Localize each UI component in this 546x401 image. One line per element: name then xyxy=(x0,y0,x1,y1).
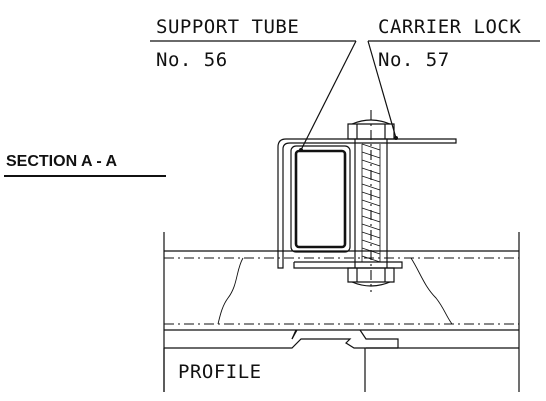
profile-label: PROFILE xyxy=(178,361,262,383)
support-tube-label: SUPPORT TUBE xyxy=(156,16,299,38)
bolt-head-bottom xyxy=(351,281,391,287)
lower-nut xyxy=(347,267,395,283)
slot-lip-left-b xyxy=(291,329,297,340)
carrier-lock-callout: CARRIER LOCK No. 57 xyxy=(367,16,540,140)
lock-bottom-plate xyxy=(293,261,403,269)
right-break-curve xyxy=(410,257,453,325)
bolt xyxy=(347,110,395,292)
bolt-thread xyxy=(361,143,381,263)
left-break-curve xyxy=(217,257,244,325)
support-tube-leader xyxy=(300,40,357,151)
section-label: SECTION A - A xyxy=(6,153,118,170)
support-tube xyxy=(290,145,351,253)
carrier-lock-leader xyxy=(367,40,397,139)
slot-lip-right xyxy=(359,329,399,348)
section-title: SECTION A - A xyxy=(4,153,166,177)
support-tube-outer xyxy=(290,145,351,253)
support-tube-inner xyxy=(294,149,347,249)
upper-nut xyxy=(347,123,395,140)
support-tube-number: No. 56 xyxy=(156,49,228,71)
support-tube-callout: SUPPORT TUBE No. 56 xyxy=(150,16,357,152)
bracket-left-leg xyxy=(277,138,291,269)
carrier-lock-bracket xyxy=(277,138,457,269)
carrier-lock-number: No. 57 xyxy=(378,49,450,71)
rail-body: PROFILE xyxy=(163,232,520,392)
carrier-lock-label: CARRIER LOCK xyxy=(378,16,521,38)
